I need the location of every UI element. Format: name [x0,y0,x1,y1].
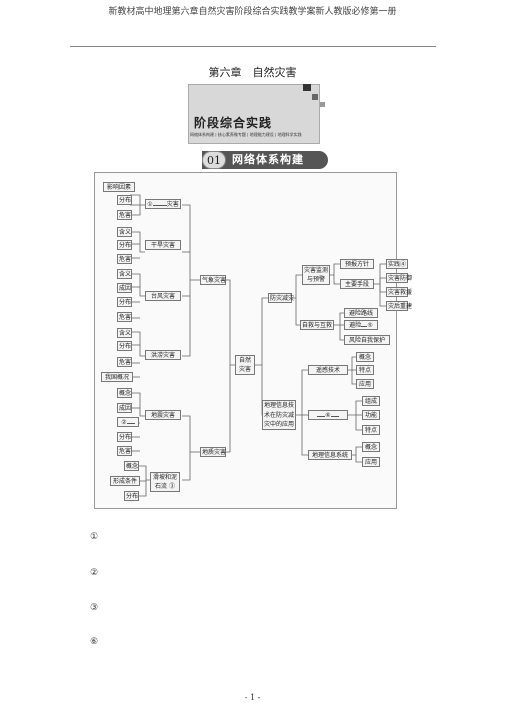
node-cause: 成因 [117,403,132,413]
node-distribution: 分布 [117,341,132,351]
node-earthquake-disaster: 地震灾害 [145,410,181,420]
node-application: 应用 [362,457,380,467]
node-concept: 概念 [124,461,139,471]
node-meaning: 含义 [117,269,132,279]
node-flood-disaster: 洪涝灾害 [145,350,181,360]
node-distribution: 分布 [117,432,132,442]
node-drought-disaster: 干旱灾害 [145,240,181,250]
node-hazard: 危害 [117,312,132,322]
node-practice-blank-4: 实践④ [386,259,408,269]
node-hazard: 危害 [117,357,132,367]
node-function: 功能 [362,410,380,420]
answer-line-3: ③ [90,603,99,613]
banner-title: 阶段综合实践 [194,116,273,130]
header-rule [70,46,436,47]
node-application: 应用 [356,379,374,389]
node-main-means: 主要手段 [340,279,374,289]
node-concept: 概念 [117,388,132,398]
node-disaster-prevention: 防灾减灾 [268,293,295,303]
node-meaning: 含义 [117,227,132,237]
answer-line-1: ① [90,532,99,542]
node-cause: 成因 [117,283,132,293]
node-meaning: 含义 [117,328,132,338]
node-monitoring-warning: 灾害监测与预警 [302,265,330,285]
node-blank-2: ② [117,417,139,427]
node-hazard: 危害 [117,254,132,264]
node-gis-system: 地理信息系统 [308,450,352,460]
running-header: 新教材高中地理第六章自然灾害阶段综合实践教学案新人教版必修第一册 [108,7,397,17]
node-disaster-prevention-defense: 灾害防御 [386,273,413,283]
node-hazard: 危害 [117,210,132,220]
node-escape-route: 避险路线 [344,308,378,318]
node-self-protection: 风险自我保护 [344,335,390,345]
node-post-disaster-rebuild: 灾后重建 [386,301,413,311]
section-banner [202,151,328,169]
node-influence-factors: 影响因素 [103,182,135,192]
node-distribution: 分布 [117,240,132,250]
section-number: 01 [202,151,226,169]
answer-line-4: ⑥ [90,637,99,647]
node-concept: 概念 [362,442,380,452]
node-distribution: 分布 [117,297,132,307]
node-warning-policy: 预报方针 [340,259,374,269]
banner-subtitle: 网络体系构建 | 核心素养微专题 | 地理能力建设 | 地理科学实践 [190,132,302,137]
stage-banner [188,84,320,144]
node-typhoon-disaster: 台风灾害 [145,291,181,301]
banner-square-decoration [320,102,325,107]
answer-line-2: ② [90,568,99,578]
chapter-title: 第六章 自然灾害 [208,66,297,79]
node-china-status: 我国概况 [101,372,133,382]
node-geological-disaster: 地质灾害 [200,447,227,457]
banner-square-decoration [312,94,318,100]
node-remote-sensing: 遥感技术 [308,365,348,375]
section-title: 网络体系构建 [232,153,304,166]
page-number: - 1 - [244,693,261,702]
banner-square-decoration [303,84,311,91]
node-meteorological-disaster: 气象灾害 [200,275,227,285]
node-center-natural-disaster: 自然灾害 [235,355,255,375]
node-concept: 概念 [356,352,374,362]
node-blank-6: ⑥ [308,410,348,420]
node-disaster-rescue: 灾害救援 [386,287,413,297]
node-distribution: 分布 [124,491,139,501]
node-formation-conditions: 形成条件 [110,476,140,486]
node-hazard: 危害 [117,446,132,456]
node-landslide-mudslide: 滑坡和泥石流 ③ [150,472,180,492]
node-composition: 组成 [362,396,380,406]
node-gis-application: 地理信息技术在防灾减灾中的应用 [262,400,296,430]
node-distribution: 分布 [117,195,132,205]
node-feature: 特点 [362,425,380,435]
node-self-rescue: 自救与互救 [300,320,334,330]
node-feature: 特点 [356,365,374,375]
